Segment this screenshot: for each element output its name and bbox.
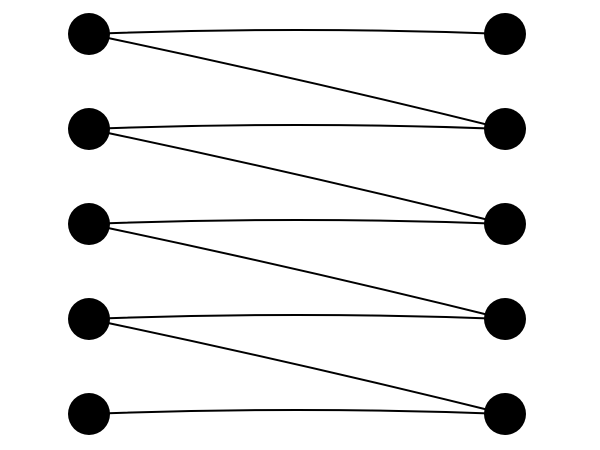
edge-L3-R3 [88,219,506,225]
nodes-layer [68,13,526,435]
node-R4 [484,298,526,340]
edge-L2-R2 [88,124,506,130]
edge-L3-R4 [88,223,506,320]
node-L3 [68,203,110,245]
edge-L4-R5 [88,318,506,415]
node-R2 [484,108,526,150]
edge-L1-R1 [88,29,506,35]
edge-L5-R5 [88,409,506,415]
edges-layer [88,29,506,415]
node-L1 [68,13,110,55]
node-R1 [484,13,526,55]
node-L2 [68,108,110,150]
edge-L2-R3 [88,128,506,225]
node-R5 [484,393,526,435]
node-L4 [68,298,110,340]
edge-L4-R4 [88,314,506,320]
edge-L1-R2 [88,33,506,130]
node-R3 [484,203,526,245]
node-L5 [68,393,110,435]
